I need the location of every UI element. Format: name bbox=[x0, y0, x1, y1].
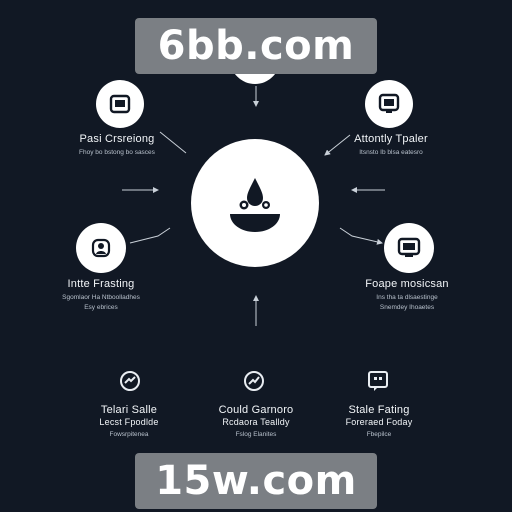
connector-mid-right bbox=[339, 227, 383, 245]
connector-top-right bbox=[324, 134, 351, 156]
window-icon bbox=[109, 94, 131, 114]
bottom-item-title: Could Garnoro bbox=[218, 404, 294, 416]
node-mid-right bbox=[384, 223, 434, 273]
node-mid-left bbox=[76, 223, 126, 273]
node-subtitle-2: Esy ebrices bbox=[84, 304, 118, 311]
node-title: Intte Frasting bbox=[67, 278, 135, 290]
node-top-right bbox=[365, 80, 413, 128]
connector-mid-left bbox=[129, 227, 171, 244]
bottom-item-3: Stale Fating Foreraed Foday Fbepilce bbox=[314, 404, 444, 439]
drop-bowl-icon bbox=[230, 178, 280, 232]
label-top-left: Pasi Crsreiong Fhoy bo bstong bo sasces bbox=[42, 133, 192, 157]
bottom-item-caption: Fowsrpitenea bbox=[109, 431, 149, 438]
node-subtitle: Fhoy bo bstong bo sasces bbox=[79, 149, 155, 156]
chat-square-icon bbox=[368, 371, 388, 391]
central-hub bbox=[191, 139, 319, 267]
watermark-top: 6bb.com bbox=[135, 18, 377, 74]
bottom-item-2: Could Garnoro Rcdaora Tealldy Fslog Elan… bbox=[191, 404, 321, 439]
label-top-right: Attontly Tpaler Itsnsto Ib blsa eatesro bbox=[316, 133, 466, 157]
bottom-item-caption: Fbepilce bbox=[366, 431, 392, 438]
label-mid-left: Intte Frasting Sgomlaor Ha Ntboolladhes … bbox=[26, 278, 176, 312]
node-subtitle-2: Snemdey Ihoaetes bbox=[379, 304, 435, 311]
node-subtitle: Ins tha ta dlsaestinge bbox=[376, 294, 438, 301]
screen-icon bbox=[397, 237, 421, 257]
node-title: Attontly Tpaler bbox=[354, 133, 428, 145]
connector-top-left bbox=[159, 131, 187, 154]
refresh-circle-icon bbox=[120, 371, 140, 391]
chart-circle-icon bbox=[244, 371, 264, 391]
bottom-item-subtitle: Foreraed Foday bbox=[345, 417, 413, 427]
bottom-item-1: Telari Salle Lecst Fpodlde Fowsrpitenea bbox=[64, 404, 194, 439]
bottom-item-subtitle: Lecst Fpodlde bbox=[99, 417, 159, 427]
bottom-item-title: Stale Fating bbox=[348, 404, 410, 416]
bottom-item-title: Telari Salle bbox=[100, 404, 158, 416]
node-subtitle: Itsnsto Ib blsa eatesro bbox=[359, 149, 423, 156]
bottom-item-subtitle: Rcdaora Tealldy bbox=[222, 417, 290, 427]
label-mid-right: Foape mosicsan Ins tha ta dlsaestinge Sn… bbox=[332, 278, 482, 312]
node-title: Foape mosicsan bbox=[365, 278, 449, 290]
watermark-bottom: 15w.com bbox=[135, 453, 377, 509]
monitor-icon bbox=[378, 93, 400, 113]
node-top-left bbox=[96, 80, 144, 128]
node-subtitle: Sgomlaor Ha Ntboolladhes bbox=[62, 294, 140, 301]
bottom-item-caption: Fslog Elanites bbox=[235, 431, 277, 438]
user-badge-icon bbox=[91, 238, 111, 258]
node-title: Pasi Crsreiong bbox=[79, 133, 155, 145]
